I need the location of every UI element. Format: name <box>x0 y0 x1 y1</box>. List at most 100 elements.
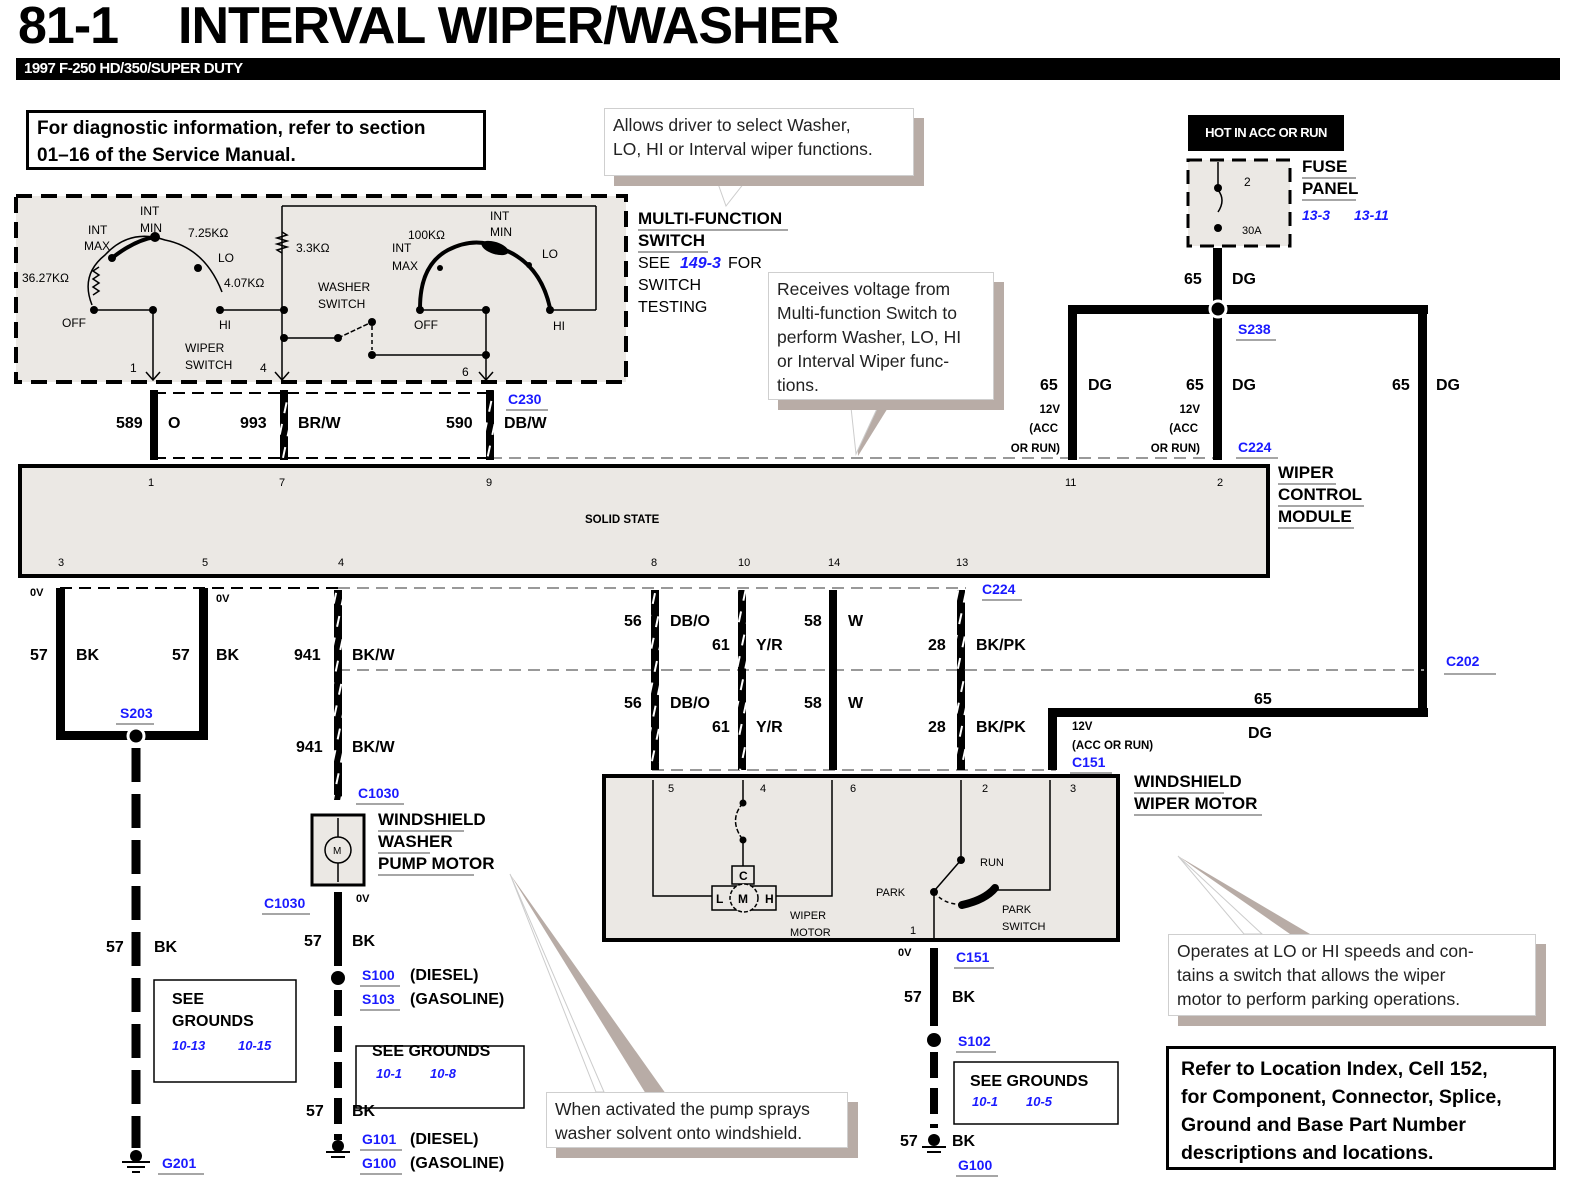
fuse-ref-13-11-link[interactable]: 13-11 <box>1354 207 1389 223</box>
splice-s102-link[interactable]: S102 <box>958 1033 991 1049</box>
wire-56-color-lower: DB/O <box>670 695 710 712</box>
hot-in-acc-or-run-label: HOT IN ACC OR RUN <box>1188 115 1344 151</box>
pin2-run: OR RUN) <box>1151 443 1200 455</box>
wiper-motor-inner-1: WIPER <box>790 910 826 922</box>
mfs-pin-4: 4 <box>260 361 267 375</box>
pin3-voltage: 0V <box>30 587 44 599</box>
diagnostic-line-2: 01–16 of the Service Manual. <box>37 145 296 166</box>
int-resistor: 100KΩ <box>408 228 445 242</box>
pin11-voltage: 12V <box>1040 404 1061 416</box>
pin3-color: BK <box>76 647 100 664</box>
diagram-title: INTERVAL WIPER/WASHER <box>178 0 840 55</box>
motor-callout: Operates at LO or HI speeds and con- tai… <box>1168 934 1536 1016</box>
connector-c151-bottom-link[interactable]: C151 <box>956 949 990 965</box>
module-name-3: MODULE <box>1278 507 1352 526</box>
connector-c151-top-link[interactable]: C151 <box>1072 754 1106 770</box>
washer-name-2: SWITCH <box>318 297 365 311</box>
pump-name-2: WASHER <box>378 832 453 851</box>
windshield-wiper-motor: C L M H 5 4 6 2 3 1 PARK RUN PARK SWITCH… <box>602 772 1262 942</box>
wire-28-color-upper: BK/PK <box>976 637 1026 654</box>
g100-circuit: 57 <box>900 1133 918 1150</box>
wiper-motor-ground: 0V C151 57 BK S102 SEE GROUNDS 10-1 10-5… <box>898 947 1119 1177</box>
pin11-run: OR RUN) <box>1011 443 1060 455</box>
wiper-motor-wires: 56 DB/O 61 Y/R 58 W 28 BK/PK 56 DB/O 61 … <box>624 590 1428 774</box>
g100-color: BK <box>952 1133 976 1150</box>
motor-feed-acc: (ACC OR RUN) <box>1072 740 1153 752</box>
wiper-motor-name-2: WIPER MOTOR <box>1134 794 1257 813</box>
s103-note: (GASOLINE) <box>410 991 504 1008</box>
splice-s100-link[interactable]: S100 <box>362 967 395 983</box>
wiper-control-module: 1 7 9 11 2 3 5 4 8 10 14 13 SOLID STATE … <box>18 463 1364 578</box>
ws-resistor-2: 7.25KΩ <box>188 226 228 240</box>
wire-61-color-lower: Y/R <box>756 719 783 736</box>
wire-993-color: BR/W <box>298 415 342 432</box>
pin5-color: BK <box>216 647 240 664</box>
pump-motor-symbol: M <box>333 846 341 857</box>
ws-label-int-2: INT <box>140 204 160 218</box>
connector-c230-link[interactable]: C230 <box>508 391 542 407</box>
int-label-int-2: INT <box>490 209 510 223</box>
g201-circuit: 57 <box>106 939 124 956</box>
mfs-pin-1: 1 <box>130 361 137 375</box>
int-label-min: MIN <box>490 225 512 239</box>
ws-label-lo: LO <box>218 251 234 265</box>
wire-61-circuit-upper: 61 <box>712 637 730 654</box>
location-index-line-4: descriptions and locations. <box>1181 1142 1434 1164</box>
module-solid-state: SOLID STATE <box>585 514 660 526</box>
wire-28-color-lower: BK/PK <box>976 719 1026 736</box>
wire-56-circuit-lower: 56 <box>624 695 642 712</box>
module-pin-10: 10 <box>738 557 750 569</box>
park-switch-2: SWITCH <box>1002 921 1045 933</box>
motor-callout-line-2: tains a switch that allows the wiper <box>1177 965 1446 985</box>
ground-ref-10-1-mid-link[interactable]: 10-1 <box>376 1066 402 1081</box>
fuse-ref-13-3-link[interactable]: 13-3 <box>1302 207 1330 223</box>
ground-g100-motor-link[interactable]: G100 <box>958 1157 992 1173</box>
g201-color: BK <box>154 939 178 956</box>
ws-label-hi: HI <box>219 318 231 332</box>
ground-g101-link[interactable]: G101 <box>362 1131 396 1147</box>
pin11-color: DG <box>1088 377 1112 394</box>
connector-c1030-top-link[interactable]: C1030 <box>358 785 399 801</box>
ground-ref-10-5-link[interactable]: 10-5 <box>1026 1094 1053 1109</box>
connector-c202-link[interactable]: C202 <box>1446 653 1480 669</box>
motor-label-m: M <box>738 892 748 906</box>
mfs-see-rest-1: SWITCH <box>638 277 701 294</box>
wire-941-color-lower: BK/W <box>352 739 396 756</box>
fuse-rating: 30A <box>1242 225 1262 237</box>
c202-feed-color: DG <box>1436 377 1460 394</box>
ground-g100-pump-link[interactable]: G100 <box>362 1155 396 1171</box>
int-label-lo: LO <box>542 247 558 261</box>
module-pin-2: 2 <box>1217 477 1223 489</box>
mfs-name-2: SWITCH <box>638 231 705 250</box>
ground-ref-10-13-link[interactable]: 10-13 <box>172 1038 206 1053</box>
splice-s238-link[interactable]: S238 <box>1238 321 1271 337</box>
connector-c1030-bottom-link[interactable]: C1030 <box>264 895 305 911</box>
motor-label-c: C <box>739 869 748 883</box>
connector-c224-bottom-link[interactable]: C224 <box>982 581 1016 597</box>
ground-ref-10-8-link[interactable]: 10-8 <box>430 1066 457 1081</box>
splice-s103-link[interactable]: S103 <box>362 991 395 1007</box>
ground-g201-link[interactable]: G201 <box>162 1155 196 1171</box>
mfs-see-for: FOR <box>728 255 762 272</box>
mfs-see-ref-link[interactable]: 149-3 <box>680 255 721 272</box>
connector-c224-top-link[interactable]: C224 <box>1238 439 1272 455</box>
splice-s203-link[interactable]: S203 <box>120 705 153 721</box>
multifunction-callout-line-1: Allows driver to select Washer, <box>613 115 851 135</box>
pin11-acc: (ACC <box>1029 423 1058 435</box>
diagnostic-note: For diagnostic information, refer to sec… <box>26 110 486 170</box>
motor-pin-6: 6 <box>850 783 856 795</box>
ground-ref-10-15-link[interactable]: 10-15 <box>238 1038 272 1053</box>
ws-label-int: INT <box>88 223 108 237</box>
motor-feed-circuit: 65 <box>1254 691 1272 708</box>
wire-941-color-upper: BK/W <box>352 647 396 664</box>
module-pin-5: 5 <box>202 557 208 569</box>
module-name-2: CONTROL <box>1278 485 1362 504</box>
c202-feed-circuit: 65 <box>1392 377 1410 394</box>
motor-feed-color: DG <box>1248 725 1272 742</box>
wire-58-circuit-upper: 58 <box>804 613 822 630</box>
wire-941-circuit-lower: 941 <box>296 739 323 756</box>
ground-ref-10-1-right-link[interactable]: 10-1 <box>972 1094 998 1109</box>
module-pin-3: 3 <box>58 557 64 569</box>
module-pin-11: 11 <box>1065 477 1076 489</box>
